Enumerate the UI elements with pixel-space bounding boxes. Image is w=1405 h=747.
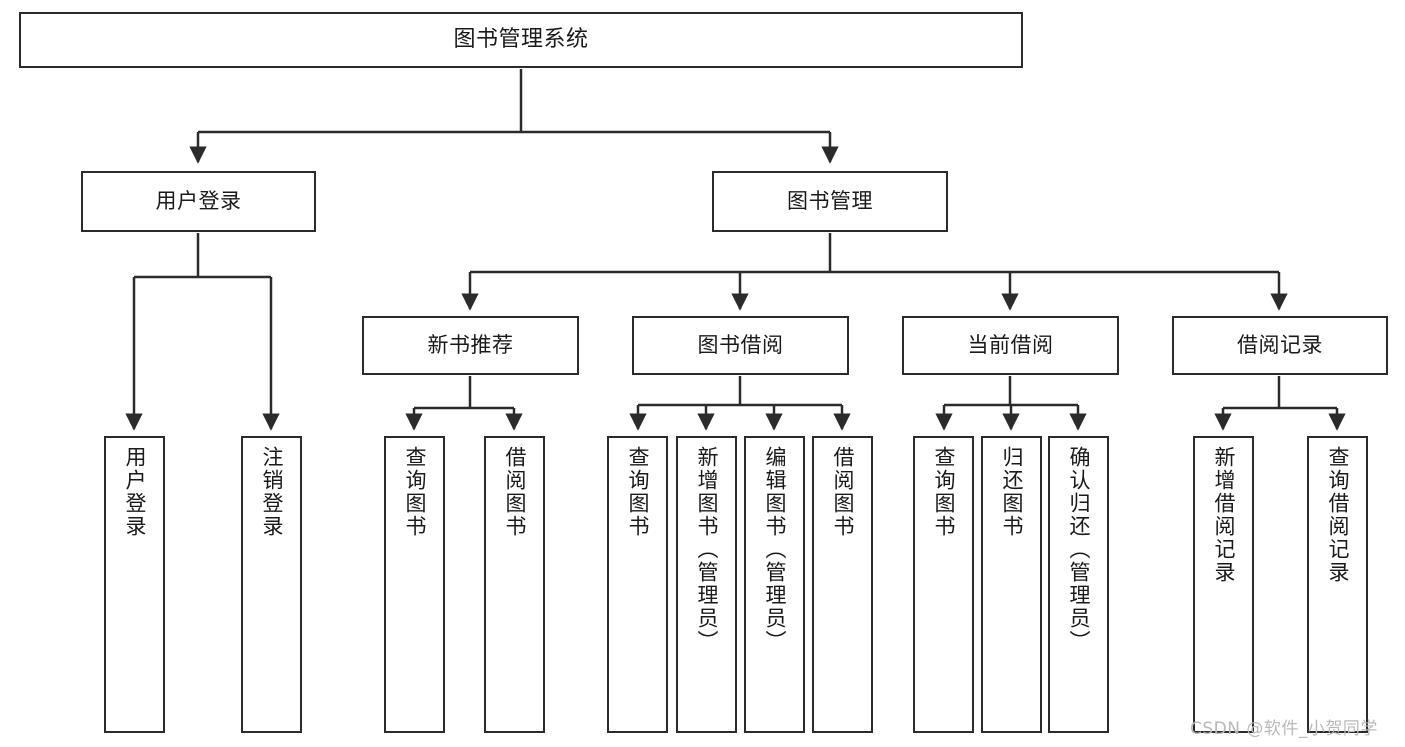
node-label: 借阅图书 <box>831 446 855 538</box>
node-root-system[interactable]: 图书管理系统 <box>19 12 1023 68</box>
node-label: 新增图书（管理员） <box>695 446 719 653</box>
node-label: 图书管理 <box>787 189 873 214</box>
leaf-return-book[interactable]: 归还图书 <box>981 436 1042 733</box>
leaf-borrow-book[interactable]: 借阅图书 <box>812 436 873 733</box>
node-user-login[interactable]: 用户登录 <box>81 171 316 232</box>
leaf-add-borrow-record[interactable]: 新增借阅记录 <box>1193 436 1254 733</box>
node-label: 查询借阅记录 <box>1326 446 1350 584</box>
leaf-query-borrow-record[interactable]: 查询借阅记录 <box>1307 436 1368 733</box>
node-label: 用户登录 <box>123 446 147 538</box>
node-label: 图书借阅 <box>697 333 784 358</box>
node-label: 注销登录 <box>260 446 284 538</box>
node-book-borrow[interactable]: 图书借阅 <box>632 316 849 375</box>
leaf-edit-book-admin[interactable]: 编辑图书（管理员） <box>744 436 805 733</box>
leaf-logout[interactable]: 注销登录 <box>241 436 302 733</box>
leaf-query-book-current[interactable]: 查询图书 <box>913 436 974 733</box>
node-label: 查询图书 <box>403 446 427 538</box>
node-label: 图书管理系统 <box>453 27 589 53</box>
node-label: 编辑图书（管理员） <box>763 446 787 653</box>
node-label: 借阅图书 <box>503 446 527 538</box>
watermark-text: CSDN @软件_小贺同学 <box>1190 719 1378 739</box>
leaf-add-book-admin[interactable]: 新增图书（管理员） <box>676 436 737 733</box>
node-label: 新书推荐 <box>427 333 514 358</box>
node-label: 确认归还（管理员） <box>1067 446 1091 653</box>
node-label: 归还图书 <box>1000 446 1024 538</box>
leaf-confirm-return-admin[interactable]: 确认归还（管理员） <box>1048 436 1109 733</box>
node-current-borrow[interactable]: 当前借阅 <box>902 316 1119 375</box>
node-label: 当前借阅 <box>967 333 1054 358</box>
node-book-management[interactable]: 图书管理 <box>712 171 948 232</box>
node-label: 新增借阅记录 <box>1212 446 1236 584</box>
node-label: 借阅记录 <box>1237 333 1323 358</box>
node-label: 查询图书 <box>626 446 650 538</box>
leaf-query-book-borrow[interactable]: 查询图书 <box>607 436 668 733</box>
leaf-borrow-book-recommend[interactable]: 借阅图书 <box>484 436 545 733</box>
leaf-user-login[interactable]: 用户登录 <box>104 436 165 733</box>
node-label: 查询图书 <box>932 446 956 538</box>
node-label: 用户登录 <box>155 189 242 214</box>
leaf-query-book-recommend[interactable]: 查询图书 <box>384 436 445 733</box>
node-borrow-records[interactable]: 借阅记录 <box>1172 316 1388 375</box>
node-new-book-recommend[interactable]: 新书推荐 <box>362 316 579 375</box>
